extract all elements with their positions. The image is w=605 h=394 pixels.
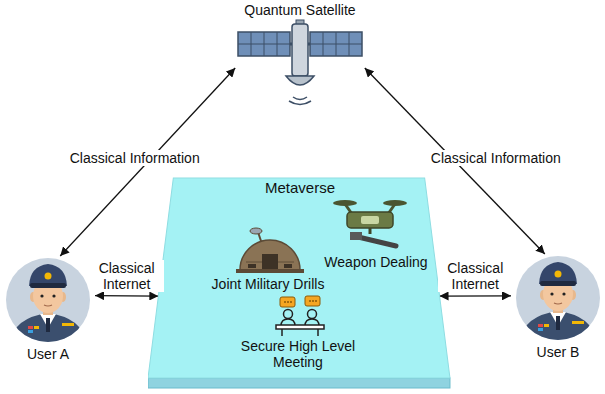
meeting-icon-part <box>281 329 283 336</box>
node-label: Metaverse <box>148 180 452 196</box>
drone-icon-part <box>350 232 362 240</box>
bunker-icon-part <box>284 264 292 268</box>
node-label: User A <box>1 346 95 362</box>
officer-avatar-part-part <box>28 330 33 333</box>
drone-icon-part <box>333 200 357 206</box>
meeting-icon-part <box>280 297 295 307</box>
satellite-icon <box>238 20 362 105</box>
officer-avatar-part <box>10 264 86 345</box>
meeting-icon-part <box>276 325 324 329</box>
meeting-icon-part <box>290 301 292 303</box>
edge-label: Classical Internet <box>438 260 512 292</box>
drone-icon-part <box>347 212 393 228</box>
meeting-icon-part <box>309 300 311 302</box>
officer-avatar <box>6 258 90 345</box>
edge-label: Classical Internet <box>90 260 164 292</box>
satellite-icon-part <box>310 32 362 56</box>
node-label: Weapon Dealing <box>318 254 434 270</box>
node-label: User B <box>511 344 605 360</box>
node-label: Secure High Level Meeting <box>231 338 365 370</box>
drone-icon-part <box>361 216 379 224</box>
bunker-icon-part <box>248 264 256 268</box>
officer-avatar-part-part <box>10 313 86 345</box>
node-label: Joint Military Drills <box>196 276 340 292</box>
drone-icon-part <box>369 228 372 234</box>
bunker-icon-part <box>262 254 278 270</box>
meeting-node: Secure High Level Meeting <box>231 296 365 378</box>
officer-avatar-part-part <box>40 294 43 297</box>
meeting-icon-part <box>305 296 320 306</box>
slab-side <box>148 378 450 388</box>
edge-label: Classical Information <box>68 150 202 166</box>
connector-arrow <box>95 295 158 297</box>
officer-avatar-part-part <box>28 326 33 329</box>
officer-avatar-part-part <box>52 294 55 297</box>
meeting-icon-part <box>284 301 286 303</box>
node-label: Quantum Satellite <box>228 2 372 18</box>
connector-arrow <box>440 295 511 297</box>
officer-avatar-part-part <box>34 326 39 329</box>
satellite-icon-part <box>289 101 311 105</box>
edge-label: Classical Information <box>429 150 563 166</box>
satellite-icon-part <box>238 44 290 45</box>
satellite-icon-part <box>292 24 308 76</box>
bunker-icon-part <box>250 228 262 234</box>
satellite-icon-part <box>238 32 290 56</box>
slab-top <box>148 178 450 378</box>
metaverse-region: MetaverseWeapon DealingJoint Military Dr… <box>148 176 452 390</box>
officer-avatar-part-part <box>44 305 52 306</box>
officer-avatar-part-part <box>30 283 66 288</box>
satellite-icon-part <box>310 44 362 45</box>
officer-avatar-part-part <box>29 264 67 286</box>
meeting-icon-part <box>287 301 289 303</box>
drone-icon-part <box>383 200 407 206</box>
satellite-icon-part <box>293 97 307 100</box>
weapon-dealing-node: Weapon Dealing <box>318 194 434 274</box>
meeting-icon-part <box>312 300 314 302</box>
officer-avatar-part-part <box>62 323 74 326</box>
meeting-icon-part <box>317 329 319 336</box>
bunker-icon-part <box>236 269 304 273</box>
officer-avatar <box>516 256 600 343</box>
meeting-icon-part <box>315 300 317 302</box>
officer-avatar-part-part <box>45 273 52 280</box>
officer-avatar-part-part <box>46 318 50 332</box>
satellite-icon-part <box>286 76 314 85</box>
